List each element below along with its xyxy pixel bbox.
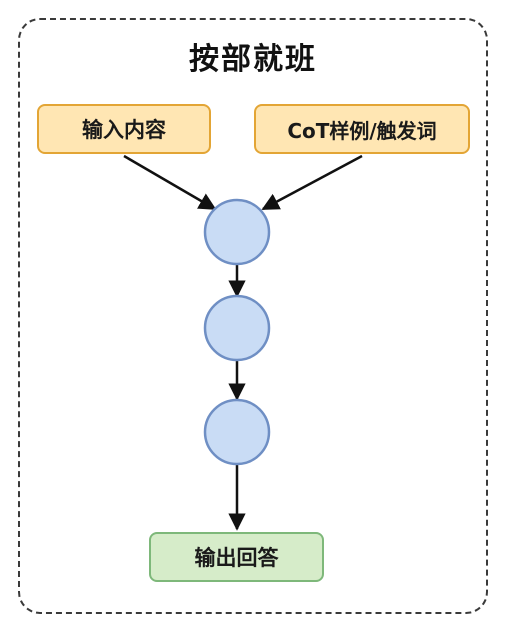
diagram-frame xyxy=(18,18,488,614)
arrow-cot-to-step1 xyxy=(261,154,363,211)
reasoning-step-node xyxy=(203,198,271,266)
cot-example-trigger-box: CoT样例/触发词 xyxy=(254,104,470,154)
output-answer-label: 输出回答 xyxy=(194,546,279,570)
cot-example-trigger-label: CoT样例/触发词 xyxy=(287,118,437,143)
input-content-label: 输入内容 xyxy=(82,118,166,142)
reasoning-step-node xyxy=(203,398,271,466)
output-answer-box: 输出回答 xyxy=(149,532,324,582)
arrow-input-to-step1 xyxy=(123,154,217,211)
input-content-box: 输入内容 xyxy=(37,104,211,154)
reasoning-step-node xyxy=(203,294,271,362)
diagram-title: 按部就班 xyxy=(189,42,317,77)
